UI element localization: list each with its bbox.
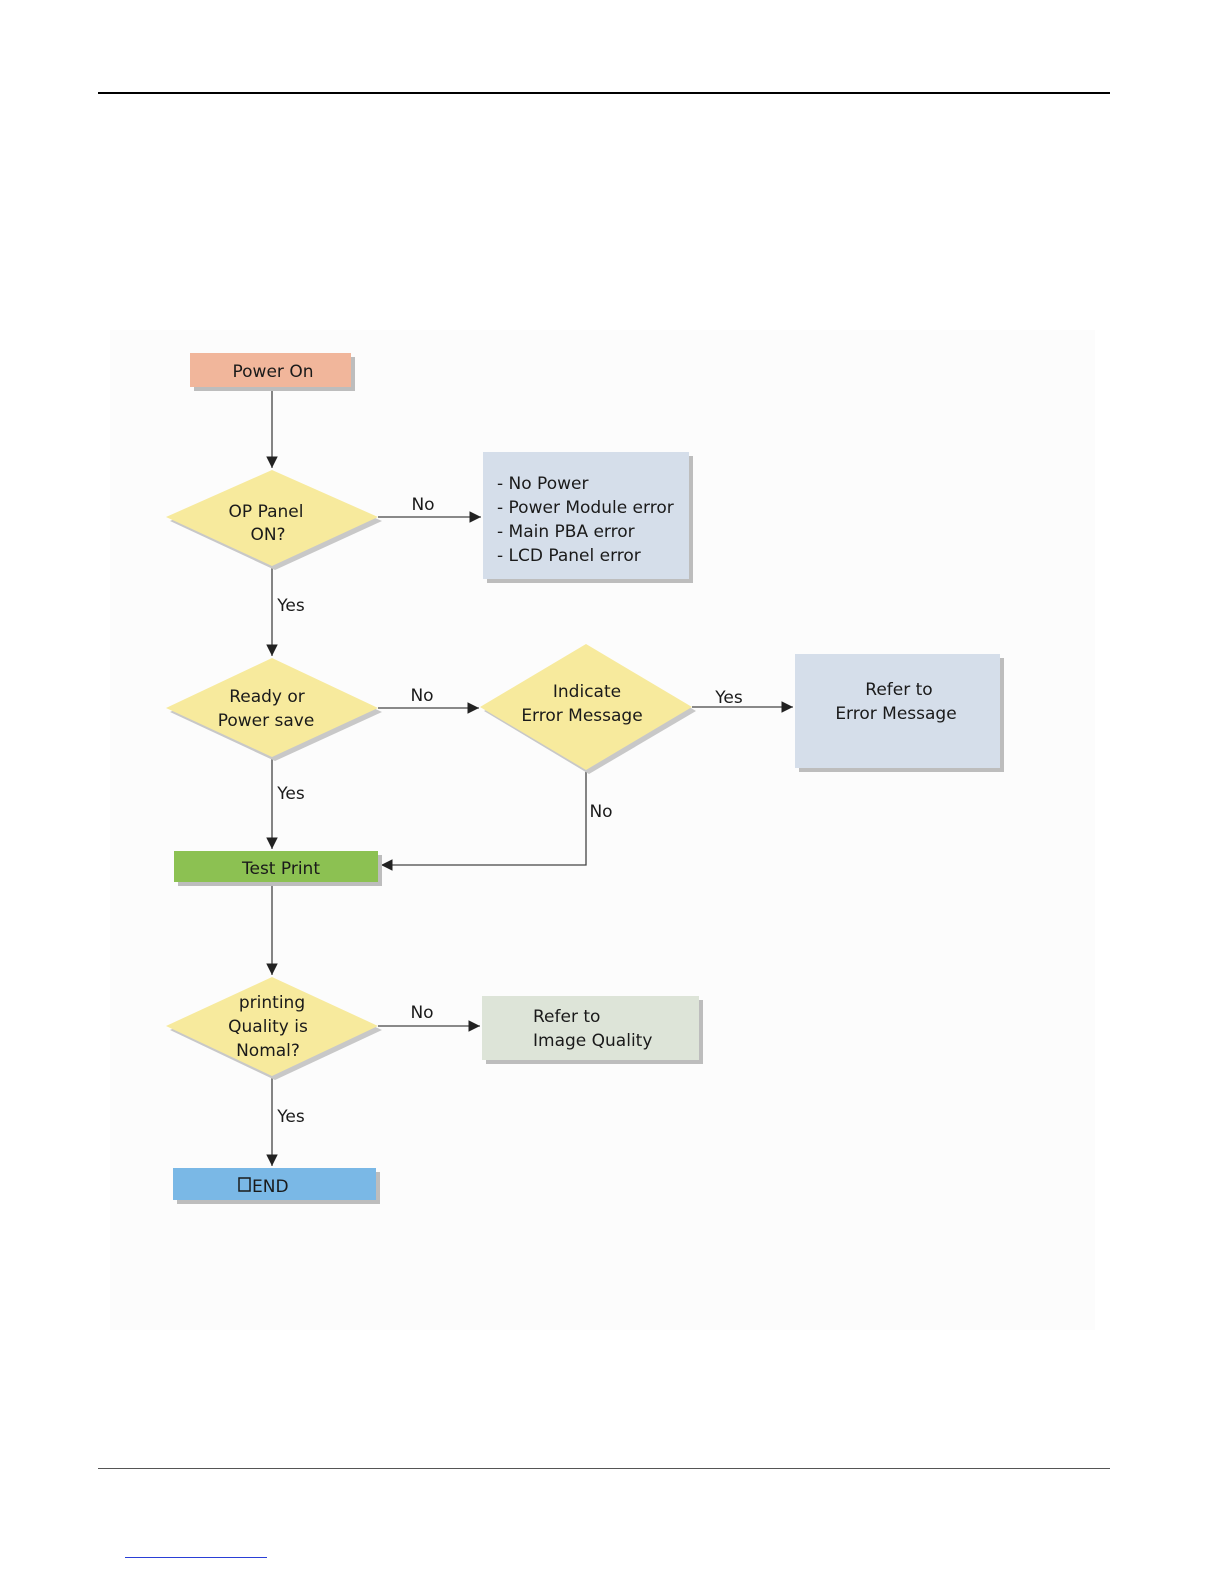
refer-error-line1: Refer to	[865, 680, 932, 700]
refer-error-line2: Error Message	[835, 704, 956, 724]
test-print-node: Test Print	[174, 851, 382, 886]
quality-decision: printing Quality is Nomal?	[166, 977, 382, 1080]
no-power-item: - LCD Panel error	[497, 546, 641, 566]
no-power-item: - Main PBA error	[497, 522, 635, 542]
edge-label-quality-yes: Yes	[276, 1107, 305, 1127]
end-label: END	[252, 1177, 289, 1197]
ready-label-line1: Ready or	[229, 687, 305, 707]
op-panel-decision: OP Panel ON?	[166, 470, 382, 570]
indicate-label-line2: Error Message	[521, 706, 642, 726]
end-node: END	[173, 1168, 380, 1204]
edge-label-op-no: No	[411, 495, 434, 515]
refer-error-box: Refer to Error Message	[795, 654, 1004, 772]
no-power-item: - Power Module error	[497, 498, 674, 518]
no-power-item: - No Power	[497, 474, 588, 494]
indicate-label-line1: Indicate	[553, 682, 621, 702]
edge-label-quality-no: No	[410, 1003, 433, 1023]
refer-image-line1: Refer to	[533, 1007, 600, 1027]
ready-diamond	[166, 658, 378, 757]
refer-image-line2: Image Quality	[533, 1031, 652, 1051]
quality-label-line1: printing	[239, 993, 305, 1013]
ready-label-line2: Power save	[218, 711, 315, 731]
edge-label-indicate-no: No	[589, 802, 612, 822]
power-on-label: Power On	[233, 362, 314, 382]
footer-link-underline[interactable]	[125, 1557, 267, 1558]
indicate-decision: Indicate Error Message	[480, 644, 696, 774]
no-power-box: - No Power - Power Module error - Main P…	[483, 452, 693, 583]
edge-label-ready-yes: Yes	[276, 784, 305, 804]
ready-decision: Ready or Power save	[166, 658, 382, 761]
edge-label-indicate-yes: Yes	[714, 688, 743, 708]
power-on-node: Power On	[190, 353, 355, 391]
quality-label-line3: Nomal?	[236, 1041, 300, 1061]
refer-image-box: Refer to Image Quality	[482, 996, 703, 1064]
edge-label-ready-no: No	[410, 686, 433, 706]
edge-label-op-yes: Yes	[276, 596, 305, 616]
edge-indicate-no	[381, 770, 586, 865]
test-print-label: Test Print	[241, 859, 320, 879]
footer-rule	[98, 1468, 1110, 1469]
op-panel-label-line1: OP Panel	[229, 502, 304, 522]
op-panel-label-line2: ON?	[250, 525, 285, 545]
quality-label-line2: Quality is	[228, 1017, 308, 1037]
